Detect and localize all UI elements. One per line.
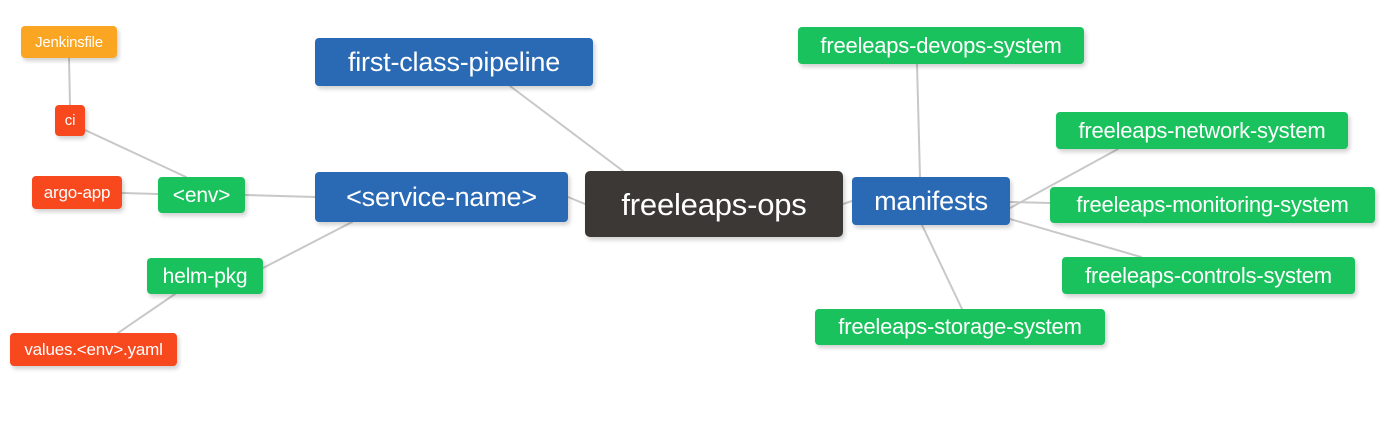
node-values-label: values.<env>.yaml (24, 340, 163, 359)
node-storage-label: freeleaps-storage-system (838, 314, 1082, 339)
node-controls[interactable]: freeleaps-controls-system (1062, 257, 1355, 294)
node-env[interactable]: <env> (158, 177, 245, 213)
node-argo-label: argo-app (43, 183, 111, 202)
edge-root-to-pipeline (509, 85, 624, 172)
node-network[interactable]: freeleaps-network-system (1056, 112, 1348, 149)
edge-ci-to-jenkins (68, 57, 71, 106)
edge-env-to-argo (121, 192, 159, 195)
node-service[interactable]: <service-name> (315, 172, 568, 222)
node-devops-label: freeleaps-devops-system (820, 32, 1062, 58)
node-values[interactable]: values.<env>.yaml (10, 333, 177, 366)
edge-service-to-helm (262, 221, 353, 269)
node-root-label: freeleaps-ops (621, 186, 807, 222)
node-pipeline[interactable]: first-class-pipeline (315, 38, 593, 86)
node-monitoring-label: freeleaps-monitoring-system (1076, 192, 1349, 217)
node-network-label: freeleaps-network-system (1078, 117, 1326, 143)
node-jenkins-label: Jenkinsfile (35, 33, 103, 51)
node-ci-label: ci (64, 112, 76, 129)
edge-manifests-to-devops (916, 63, 921, 178)
edge-manifests-to-controls (1009, 218, 1142, 258)
node-pipeline-label: first-class-pipeline (347, 46, 561, 77)
node-service-label: <service-name> (346, 181, 537, 212)
node-env-label: <env> (172, 183, 231, 207)
node-controls-label: freeleaps-controls-system (1085, 262, 1332, 288)
edge-manifests-to-monitoring (1009, 201, 1051, 204)
node-root[interactable]: freeleaps-ops (585, 171, 843, 237)
edge-service-to-env (244, 194, 316, 198)
node-helm-label: helm-pkg (162, 264, 248, 288)
node-argo[interactable]: argo-app (32, 176, 122, 209)
node-helm[interactable]: helm-pkg (147, 258, 263, 294)
edge-helm-to-values (117, 293, 176, 334)
edge-root-to-service (567, 196, 586, 205)
node-ci[interactable]: ci (55, 105, 85, 136)
edge-manifests-to-storage (921, 224, 963, 310)
edge-env-to-ci (84, 129, 187, 178)
node-devops[interactable]: freeleaps-devops-system (798, 27, 1084, 64)
node-jenkins[interactable]: Jenkinsfile (21, 26, 117, 58)
node-monitoring[interactable]: freeleaps-monitoring-system (1050, 187, 1375, 223)
node-storage[interactable]: freeleaps-storage-system (815, 309, 1105, 345)
node-manifests[interactable]: manifests (852, 177, 1010, 225)
node-manifests-label: manifests (874, 185, 988, 216)
edge-root-to-manifests (842, 200, 853, 205)
